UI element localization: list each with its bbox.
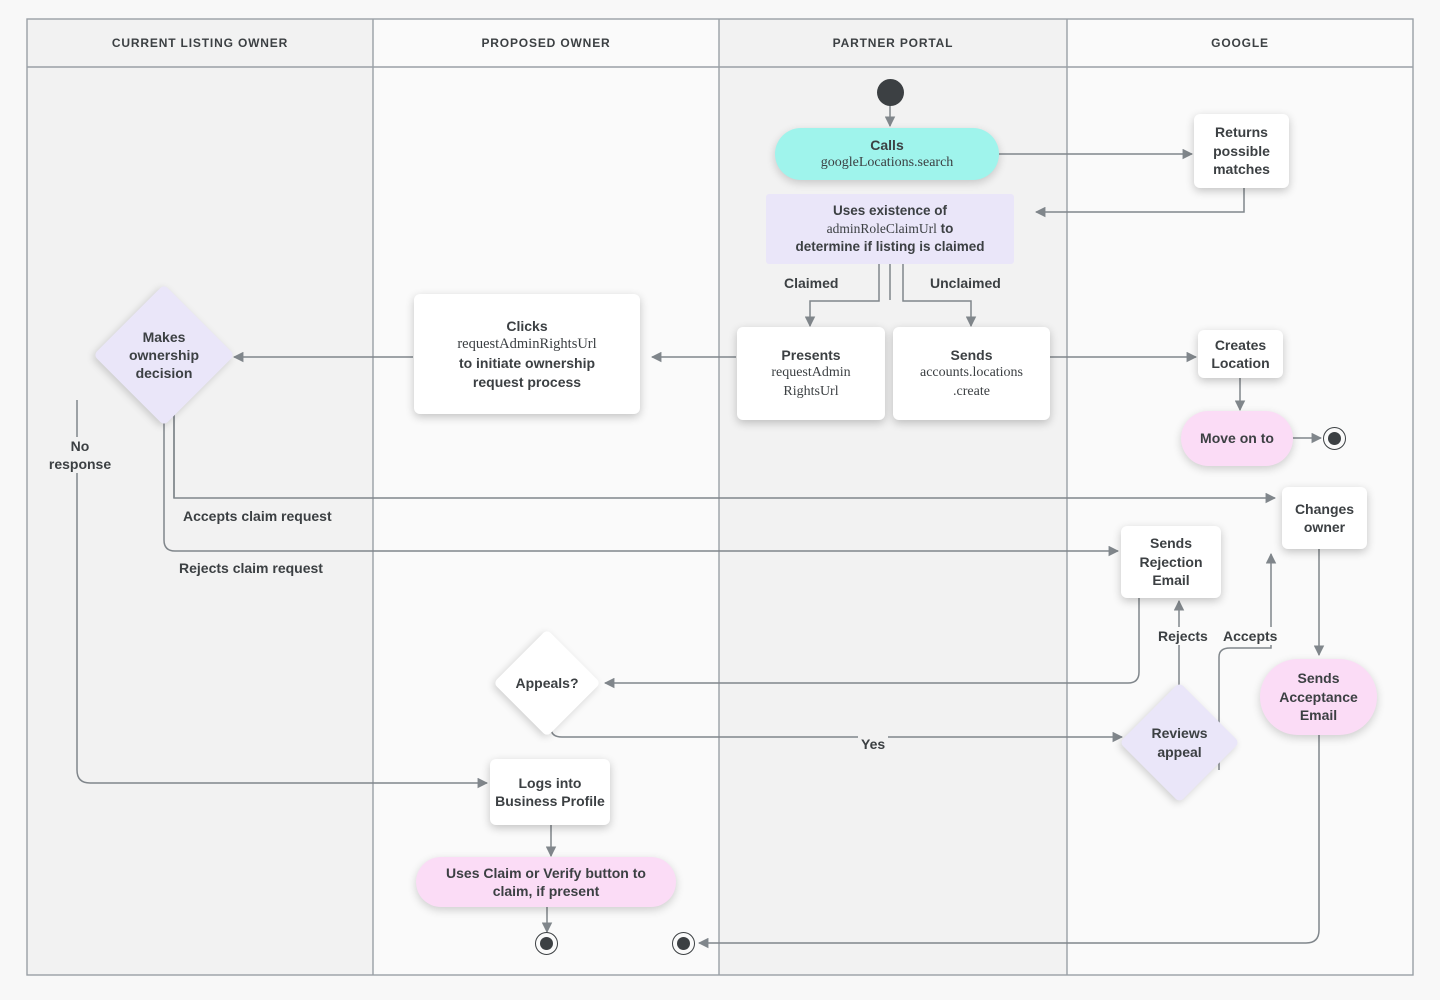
node-sends-acceptance-email[interactable]: Sends Acceptance Email bbox=[1260, 659, 1377, 735]
lane-header-proposed-owner: PROPOSED OWNER bbox=[481, 36, 611, 50]
edge-label-accepts: Accepts bbox=[1220, 627, 1281, 646]
presents-line-1: Presents bbox=[781, 346, 841, 363]
node-appeals-decision[interactable]: Appeals? bbox=[493, 629, 601, 737]
edge-uses-to-sends bbox=[902, 264, 977, 328]
edge-rejection-to-appeals bbox=[603, 597, 1140, 689]
edge-label-accepts-claim-request: Accepts claim request bbox=[180, 507, 335, 526]
edge-no-response-to-logs-in bbox=[76, 400, 489, 789]
calls-line-1: Calls bbox=[870, 136, 904, 153]
node-returns-possible-matches[interactable]: Returns possible matches bbox=[1194, 114, 1289, 188]
lane-header-current-listing-owner: CURRENT LISTING OWNER bbox=[111, 36, 289, 50]
node-makes-ownership-decision[interactable]: Makes ownership decision bbox=[93, 284, 235, 426]
lane-header-bg-2 bbox=[373, 19, 719, 67]
clicks-line-4: request process bbox=[472, 373, 582, 390]
clicks-line-2: requestAdminRightsUrl bbox=[457, 336, 597, 353]
edge-label-unclaimed: Unclaimed bbox=[927, 274, 1004, 293]
lane-header-google: GOOGLE bbox=[1211, 36, 1269, 50]
edge-rejects-to-rejection-email bbox=[163, 400, 1120, 557]
node-changes-owner[interactable]: Changes owner bbox=[1282, 487, 1367, 549]
edge-reviews-accepts bbox=[1218, 552, 1277, 770]
lane-header-bg-1 bbox=[27, 19, 373, 67]
presents-line-3: RightsUrl bbox=[783, 383, 839, 399]
lane-header-partner-portal: PARTNER PORTAL bbox=[832, 36, 954, 50]
decision-label: Makes ownership decision bbox=[128, 328, 199, 382]
edge-appeals-yes-to-reviews bbox=[550, 713, 1124, 743]
sends-line-2: accounts.locations bbox=[919, 365, 1024, 381]
node-creates-location[interactable]: Creates Location bbox=[1198, 330, 1283, 378]
clicks-line-3: to initiate ownership bbox=[458, 355, 596, 372]
uses-line-3: determine if listing is claimed bbox=[795, 238, 985, 254]
node-sends-rejection-email[interactable]: Sends Rejection Email bbox=[1121, 526, 1221, 598]
sends-line-1: Sends bbox=[950, 346, 993, 363]
node-presents-request-admin-rights-url[interactable]: Presents requestAdmin RightsUrl bbox=[737, 327, 885, 420]
node-calls-google-locations-search[interactable]: Calls googleLocations.search bbox=[775, 128, 999, 180]
edge-label-yes: Yes bbox=[858, 735, 889, 754]
node-move-on-to[interactable]: Move on to bbox=[1181, 411, 1293, 466]
uses-line-2: adminRoleClaimUrl to bbox=[826, 221, 954, 237]
presents-line-2: requestAdmin bbox=[771, 365, 851, 381]
edge-label-rejects: Rejects bbox=[1155, 627, 1211, 646]
edge-uses-to-presents bbox=[804, 264, 880, 328]
node-uses-claim-or-verify-button[interactable]: Uses Claim or Verify button to claim, if… bbox=[416, 857, 676, 907]
edge-label-claimed: Claimed bbox=[781, 274, 842, 293]
end-terminal-proposed-owner bbox=[535, 932, 558, 955]
edge-accepts-to-changes-owner bbox=[173, 400, 1277, 504]
node-reviews-appeal-decision[interactable]: Reviews appeal bbox=[1119, 682, 1240, 803]
edge-label-no-response: No response bbox=[38, 437, 122, 474]
start-terminal bbox=[877, 79, 904, 106]
end-terminal-google bbox=[1323, 427, 1346, 450]
node-uses-existence-admin-role-claim-url[interactable]: Uses existence of adminRoleClaimUrl to d… bbox=[766, 194, 1014, 264]
node-logs-into-business-profile[interactable]: Logs into Business Profile bbox=[490, 759, 610, 825]
lane-header-bg-4 bbox=[1067, 19, 1413, 67]
reviews-label: Reviews appeal bbox=[1151, 725, 1208, 760]
clicks-line-1: Clicks bbox=[506, 317, 548, 334]
end-terminal-partner-portal bbox=[672, 932, 695, 955]
calls-line-2: googleLocations.search bbox=[820, 155, 954, 170]
edge-acceptance-to-end bbox=[697, 730, 1320, 949]
uses-line-1: Uses existence of bbox=[832, 203, 948, 219]
appeals-label: Appeals? bbox=[515, 674, 579, 691]
sends-line-3: .create bbox=[953, 383, 990, 399]
edge-label-rejects-claim-request: Rejects claim request bbox=[176, 559, 326, 578]
node-sends-accounts-locations-create[interactable]: Sends accounts.locations .create bbox=[893, 327, 1050, 420]
node-clicks-request-admin-rights-url[interactable]: Clicks requestAdminRightsUrl to initiate… bbox=[414, 294, 640, 414]
edge-returns-to-uses bbox=[1034, 188, 1245, 218]
lane-header-bg-3 bbox=[719, 19, 1067, 67]
